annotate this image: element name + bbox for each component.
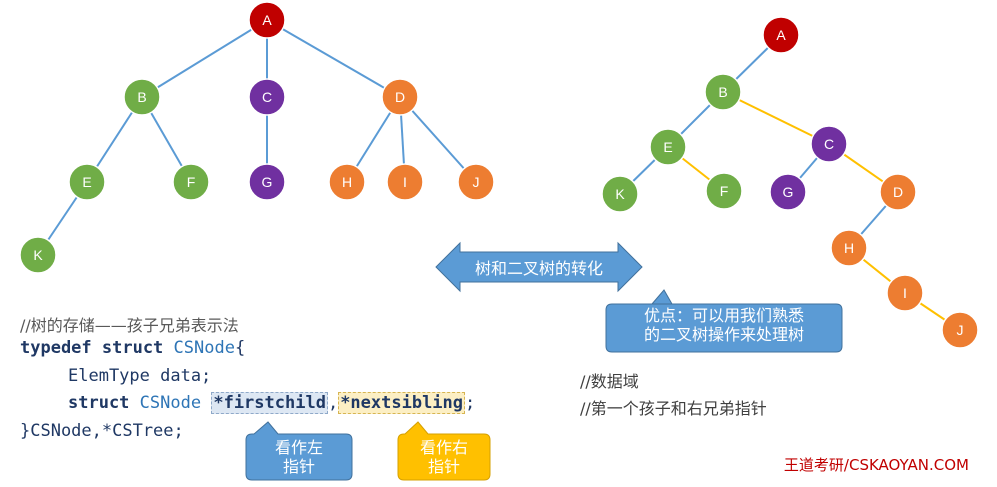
bintree-node-b bbox=[704, 73, 742, 111]
conversion-double-arrow bbox=[435, 241, 643, 293]
tree-edge-d-j bbox=[399, 96, 477, 183]
bintree-node-label-k: K bbox=[615, 186, 625, 202]
code-line-typedef: typedef struct CSNode{ bbox=[20, 338, 245, 358]
tree-node-label-d: D bbox=[395, 89, 405, 105]
tree-node-label-c: C bbox=[262, 89, 272, 105]
advantage-callout bbox=[605, 289, 843, 353]
bintree-node-g bbox=[769, 173, 807, 211]
advantage-text: 优点：可以用我们熟悉 的二叉树操作来处理树 bbox=[606, 306, 842, 344]
tree-node-label-g: G bbox=[262, 174, 273, 190]
tree-edge-a-d bbox=[266, 19, 401, 98]
tree-node-j bbox=[457, 163, 495, 201]
right-pointer-callout bbox=[397, 421, 491, 481]
conversion-label-box: 树和二叉树的转化 bbox=[436, 243, 642, 291]
code-line-close: }CSNode,*CSTree; bbox=[20, 421, 184, 441]
bintree-node-label-i: I bbox=[903, 285, 907, 301]
code-typedef-kw: typedef struct bbox=[20, 338, 164, 358]
bintree-right-edge-b-c bbox=[722, 91, 830, 145]
tree-node-label-f: F bbox=[187, 174, 196, 190]
tree-node-e bbox=[68, 163, 106, 201]
code-comment: //树的存储——孩子兄弟表示法 bbox=[20, 316, 239, 335]
bintree-node-label-g: G bbox=[783, 184, 794, 200]
bintree-node-e bbox=[649, 128, 687, 166]
bintree-node-c bbox=[810, 125, 848, 163]
advantage-line-2: 的二叉树操作来处理树 bbox=[643, 325, 804, 344]
advantage-line-1: 优点：可以用我们熟悉 bbox=[643, 306, 804, 325]
left-pointer-callout bbox=[245, 421, 353, 481]
bintree-node-label-j: J bbox=[957, 322, 964, 338]
code-typedef-type: CSNode bbox=[173, 338, 235, 358]
tree-node-c bbox=[248, 78, 286, 116]
tree-node-k bbox=[19, 236, 57, 274]
tree-node-d bbox=[381, 78, 419, 116]
tree-node-label-k: K bbox=[33, 247, 43, 263]
comment-pointer-fields: //第一个孩子和右兄弟指针 bbox=[580, 399, 767, 418]
bintree-node-f bbox=[705, 172, 743, 210]
left-pointer-line-2: 指针 bbox=[282, 457, 315, 476]
code-struct-type: CSNode bbox=[139, 393, 202, 413]
tree-node-label-j: J bbox=[473, 174, 480, 190]
bintree-node-label-f: F bbox=[720, 183, 729, 199]
bintree-node-j bbox=[941, 311, 979, 349]
tree-node-label-b: B bbox=[137, 89, 146, 105]
tree-node-g bbox=[248, 163, 286, 201]
bintree-node-label-c: C bbox=[824, 136, 834, 152]
tree-node-label-i: I bbox=[403, 174, 407, 190]
code-line-data: ElemType data; bbox=[68, 366, 212, 386]
bintree-node-i bbox=[886, 274, 924, 312]
tree-node-h bbox=[328, 163, 366, 201]
code-semicolon: ; bbox=[465, 393, 476, 413]
bintree-node-label-d: D bbox=[893, 184, 903, 200]
bintree-node-label-a: A bbox=[776, 27, 786, 43]
tree-node-f bbox=[172, 163, 210, 201]
bintree-node-k bbox=[601, 175, 639, 213]
left-pointer-text: 看作左 指针 bbox=[246, 438, 352, 476]
footer-brand: 王道考研/CSKAOYAN.COM bbox=[783, 456, 969, 474]
bintree-node-label-b: B bbox=[718, 84, 727, 100]
code-line-pointers: struct CSNode *firstchild,*nextsibling; bbox=[68, 392, 476, 414]
bintree-node-label-h: H bbox=[844, 240, 854, 256]
tree-node-i bbox=[386, 163, 424, 201]
tree-node-label-a: A bbox=[262, 12, 272, 28]
comment-data-field: //数据域 bbox=[580, 372, 639, 391]
code-typedef-end: { bbox=[234, 338, 246, 358]
tree-edge-a-b bbox=[141, 19, 268, 98]
code-struct-kw: struct bbox=[68, 393, 130, 413]
bintree-node-d bbox=[879, 173, 917, 211]
bintree-node-h bbox=[830, 229, 868, 267]
tree-node-label-e: E bbox=[82, 174, 91, 190]
right-pointer-text: 看作右 指针 bbox=[398, 438, 490, 476]
tree-node-a bbox=[248, 1, 286, 39]
tree-node-label-h: H bbox=[342, 174, 352, 190]
nextsibling-field: *nextsibling bbox=[338, 392, 466, 414]
conversion-label: 树和二叉树的转化 bbox=[474, 261, 603, 278]
bintree-node-a bbox=[762, 16, 800, 54]
firstchild-field: *firstchild bbox=[211, 392, 328, 414]
code-comma: , bbox=[327, 393, 339, 413]
bintree-node-label-e: E bbox=[663, 139, 672, 155]
right-pointer-line-2: 指针 bbox=[427, 457, 460, 476]
right-pointer-line-1: 看作右 bbox=[419, 438, 468, 457]
left-pointer-line-1: 看作左 bbox=[274, 438, 323, 457]
tree-node-b bbox=[123, 78, 161, 116]
